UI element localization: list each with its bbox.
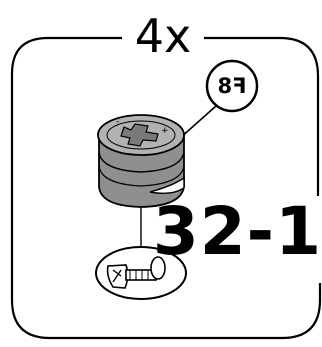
panel-frame xyxy=(10,36,322,340)
part-code-label: F8 xyxy=(218,74,247,98)
cam-lock-fitting-icon: - + xyxy=(97,114,185,208)
quantity-label: 4x xyxy=(135,9,192,63)
screw-detail-icon xyxy=(95,246,187,300)
panel-frame-top-right xyxy=(204,36,320,196)
part-code-badge: F8 xyxy=(205,59,259,113)
step-number: 32-1 xyxy=(153,193,322,270)
svg-text:+: + xyxy=(161,126,169,136)
svg-text:-: - xyxy=(116,117,119,127)
